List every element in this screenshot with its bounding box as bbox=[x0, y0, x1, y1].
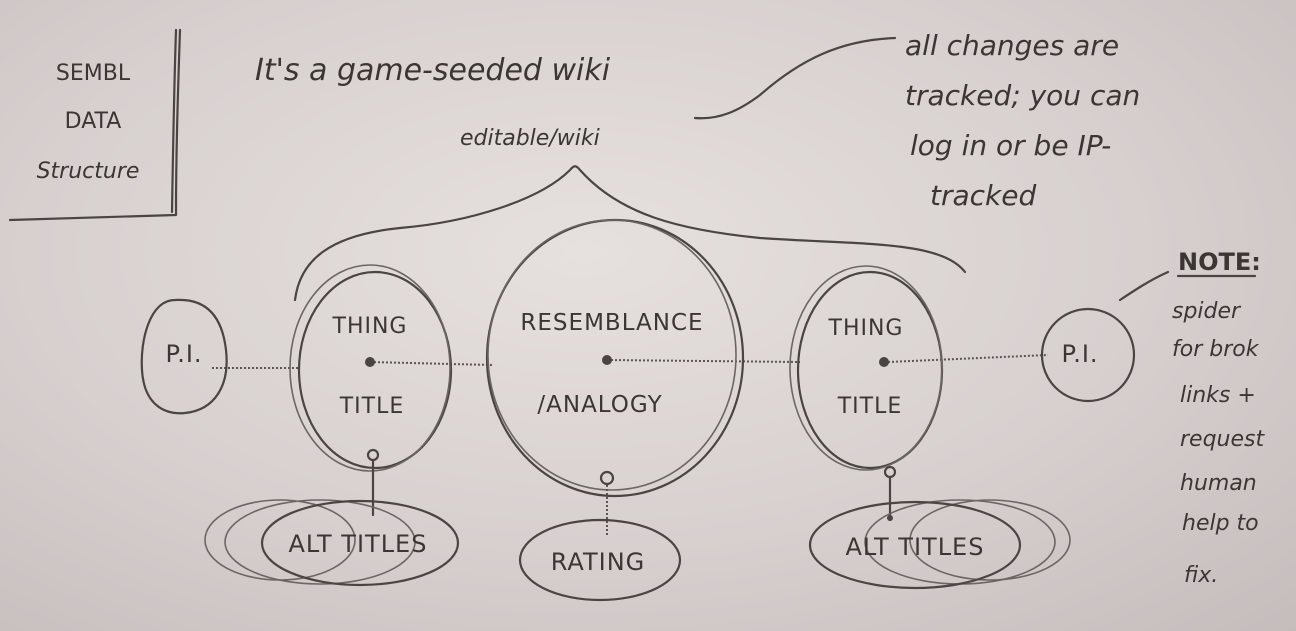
tracking-note-line-2: tracked; you can bbox=[905, 79, 1140, 112]
thing-left-line-1: THING bbox=[332, 314, 408, 339]
editable-label: editable/wiki bbox=[460, 126, 600, 151]
resemblance-line-1: RESEMBLANCE bbox=[520, 310, 703, 336]
side-note-heading: NOTE: bbox=[1178, 248, 1261, 276]
rating-label: RATING bbox=[551, 548, 646, 576]
rating-node: RATING bbox=[518, 518, 682, 602]
tracking-note-line-1: all changes are bbox=[905, 29, 1119, 62]
thing-node-right: THING TITLE bbox=[789, 265, 944, 471]
thing-right-line-1: THING bbox=[828, 316, 904, 341]
alt-titles-left-label: ALT TITLES bbox=[289, 530, 428, 558]
tracking-note: all changes are tracked; you can log in … bbox=[905, 29, 1140, 212]
wiki-brace bbox=[293, 165, 967, 302]
note-connector bbox=[693, 36, 897, 120]
headline: It's a game-seeded wiki bbox=[255, 53, 611, 88]
side-note-line-1: spider bbox=[1172, 299, 1242, 324]
alt-titles-right-label: ALT TITLES bbox=[846, 533, 985, 561]
pi-left-label: P.I. bbox=[165, 340, 202, 368]
resemblance-node: RESEMBLANCE /ANALOGY bbox=[485, 218, 745, 498]
title-box-line-1: SEMBL bbox=[56, 61, 131, 86]
side-note: NOTE: spider for brok links + request hu… bbox=[1118, 248, 1265, 588]
tracking-note-line-3: log in or be IP- bbox=[910, 129, 1111, 162]
node-links bbox=[212, 354, 1049, 369]
pi-node-right: P.I. bbox=[1040, 307, 1136, 403]
side-note-line-3: links + bbox=[1180, 383, 1256, 408]
side-note-line-5: human bbox=[1180, 471, 1257, 496]
pi-node-left: P.I. bbox=[140, 298, 228, 415]
side-note-line-4: request bbox=[1180, 427, 1265, 452]
tracking-note-line-4: tracked bbox=[930, 179, 1036, 212]
thing-node-left: THING TITLE bbox=[289, 264, 453, 472]
title-box: SEMBL DATA Structure bbox=[8, 28, 182, 222]
thing-right-line-2: TITLE bbox=[837, 394, 903, 419]
alt-titles-right: ALT TITLES bbox=[808, 499, 1071, 590]
thing-left-line-2: TITLE bbox=[339, 394, 405, 419]
side-note-line-2: for brok bbox=[1172, 337, 1260, 362]
pi-right-label: P.I. bbox=[1061, 340, 1098, 368]
title-box-line-3: Structure bbox=[37, 159, 140, 184]
attachment-stems bbox=[366, 448, 897, 535]
title-box-line-2: DATA bbox=[65, 109, 122, 134]
side-note-line-6: help to bbox=[1182, 511, 1259, 536]
alt-titles-left: ALT TITLES bbox=[204, 499, 460, 587]
side-note-line-7: fix. bbox=[1184, 563, 1218, 588]
resemblance-line-2: /ANALOGY bbox=[537, 392, 662, 418]
